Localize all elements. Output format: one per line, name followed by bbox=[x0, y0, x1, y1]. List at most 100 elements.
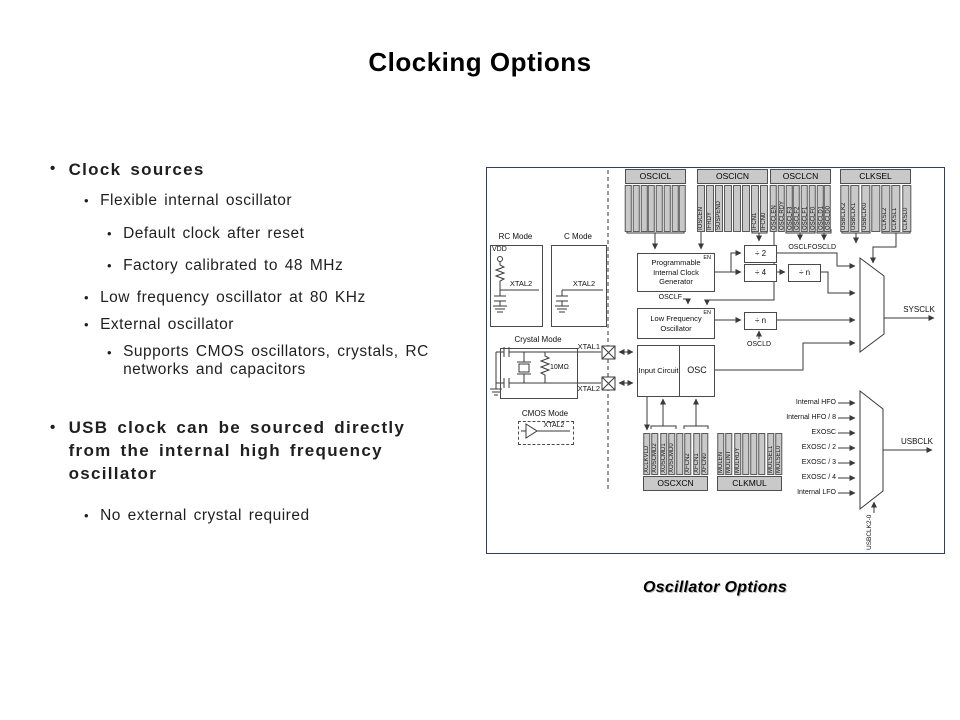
register-bit bbox=[632, 185, 640, 232]
register-bit bbox=[741, 433, 749, 475]
usb-mux-input-internal-hfo-8: Internal HFO / 8 bbox=[786, 414, 836, 421]
register-bit: XOSCMD1 bbox=[659, 433, 667, 475]
block-div2: ÷ 2 bbox=[744, 245, 777, 263]
usb-mux-input-internal-lfo: Internal LFO bbox=[797, 489, 836, 496]
bullet-icon: • bbox=[107, 258, 113, 273]
register-bit: CLKSL2 bbox=[881, 185, 891, 232]
bullet-no-crystal: • No external crystal required bbox=[84, 507, 310, 525]
bullet-text: Factory calibrated to 48 MHz bbox=[123, 257, 344, 274]
vdd-label: VDD bbox=[492, 246, 507, 253]
register-bit: XCLKVLD bbox=[643, 433, 651, 475]
en-label: EN bbox=[703, 310, 711, 316]
cmos-mode-box bbox=[518, 421, 574, 445]
block-label: ÷ n bbox=[798, 268, 811, 277]
block-label: ÷ n bbox=[754, 316, 767, 325]
bullet-text: USB clock can be sourced directly from t… bbox=[68, 418, 406, 483]
register-bit: CLKSL0 bbox=[901, 185, 911, 232]
register-bit: OSCLRDY bbox=[777, 185, 785, 232]
block-label: Low Frequency Oscillator bbox=[650, 314, 702, 333]
c-mode-label: C Mode bbox=[563, 232, 592, 241]
register-bit: OSCLD1 bbox=[816, 185, 824, 232]
block-divn-lf: ÷ n bbox=[744, 312, 777, 330]
xtal1-pin-label: XTAL1 bbox=[577, 342, 600, 351]
bullet-icon: • bbox=[50, 419, 57, 436]
crystal-resistor-label: 10MΩ bbox=[550, 364, 569, 371]
register-bit bbox=[640, 185, 648, 232]
xtal2-pin-label: XTAL2 bbox=[577, 384, 600, 393]
oscld-field-label: OSCLD bbox=[811, 244, 837, 251]
register-bit: IOSCEN bbox=[697, 185, 705, 232]
register-bit: MULINT bbox=[725, 433, 733, 475]
osc-label: OSC bbox=[687, 365, 707, 376]
bullet-icon: • bbox=[107, 226, 113, 241]
bullet-external-oscillator: • External oscillator bbox=[84, 316, 234, 334]
c-mode-box bbox=[551, 245, 607, 327]
register-title: CLKSEL bbox=[840, 169, 911, 184]
register-bit: XFCN1 bbox=[692, 433, 700, 475]
oscld-signal-label: OSCLD bbox=[746, 341, 772, 348]
bullet-icon: • bbox=[84, 317, 90, 332]
bullet-flexible-internal: • Flexible internal oscillator bbox=[84, 192, 292, 210]
bullet-low-frequency: • Low frequency oscillator at 80 KHz bbox=[84, 289, 366, 307]
register-bit: USBCLK1 bbox=[850, 185, 860, 232]
diagram-caption: Oscillator Options bbox=[642, 579, 788, 596]
register-bit: USBCLK2 bbox=[840, 185, 850, 232]
cmos-xtal2-label: XTAL2 bbox=[543, 422, 565, 429]
register-bit bbox=[663, 185, 671, 232]
register-bit bbox=[625, 185, 632, 232]
block-label: ÷ 4 bbox=[754, 268, 767, 277]
register-bit bbox=[679, 185, 686, 232]
block-input-circuit-osc: Input Circuit OSC bbox=[637, 345, 715, 397]
usb-mux-input-exosc: EXOSC bbox=[811, 429, 836, 436]
bullet-text: Clock sources bbox=[68, 160, 205, 179]
register-bit bbox=[742, 185, 750, 232]
osclf-field-label: OSCLF bbox=[788, 244, 812, 251]
register-bit bbox=[724, 185, 732, 232]
register-title: OSCICL bbox=[625, 169, 686, 184]
usbclk-label: USBCLK bbox=[900, 437, 933, 446]
bullet-icon: • bbox=[84, 508, 90, 523]
register-title: CLKMUL bbox=[717, 476, 782, 491]
register-bit bbox=[750, 433, 758, 475]
block-div4: ÷ 4 bbox=[744, 264, 777, 282]
bullet-text: No external crystal required bbox=[100, 507, 310, 524]
register-bit: OSCLEN bbox=[770, 185, 777, 232]
register-bit: OSCLF3 bbox=[785, 185, 793, 232]
register-bit: USBCLK0 bbox=[860, 185, 870, 232]
register-bit: MULSEL0 bbox=[774, 433, 782, 475]
bullet-usb-clock: • USB clock can be sourced directly from… bbox=[50, 416, 450, 485]
bullet-icon: • bbox=[50, 160, 57, 177]
register-bit: XFCN0 bbox=[700, 433, 708, 475]
osclf-signal-label: OSCLF bbox=[658, 294, 682, 301]
register-bit: SUSPEND bbox=[715, 185, 723, 232]
usb-mux-input-internal-hfo: Internal HFO bbox=[795, 399, 836, 406]
register-bit: OSCLD0 bbox=[824, 185, 831, 232]
bullet-factory-calibrated: • Factory calibrated to 48 MHz bbox=[107, 257, 343, 275]
block-low-frequency-oscillator: EN Low Frequency Oscillator bbox=[637, 308, 715, 339]
rc-xtal2-label: XTAL2 bbox=[509, 279, 533, 288]
bullet-text: Flexible internal oscillator bbox=[100, 192, 293, 209]
bullet-default-clock: • Default clock after reset bbox=[107, 225, 304, 243]
block-prog-internal-clock-generator: EN Programmable Internal Clock Generator bbox=[637, 253, 715, 292]
usb-mux-input-exosc-3: EXOSC / 3 bbox=[801, 459, 836, 466]
sysclk-label: SYSCLK bbox=[903, 305, 935, 314]
bullet-text: External oscillator bbox=[100, 316, 234, 333]
register-bit bbox=[758, 433, 766, 475]
usb-mux-input-exosc-2: EXOSC / 2 bbox=[801, 444, 836, 451]
crystal-mode-box bbox=[500, 348, 578, 399]
register-bit: IFCN1 bbox=[751, 185, 759, 232]
register-bit: MULRDY bbox=[733, 433, 741, 475]
bullet-icon: • bbox=[84, 193, 90, 208]
bullet-text: Low frequency oscillator at 80 KHz bbox=[100, 289, 366, 306]
register-title: OSCLCN bbox=[770, 169, 831, 184]
register-bit: MULSEL1 bbox=[766, 433, 774, 475]
input-circuit-label: Input Circuit bbox=[638, 346, 680, 396]
slide-title: Clocking Options bbox=[368, 47, 592, 77]
bullet-icon: • bbox=[107, 345, 113, 360]
register-bit: OSCLF0 bbox=[808, 185, 816, 232]
